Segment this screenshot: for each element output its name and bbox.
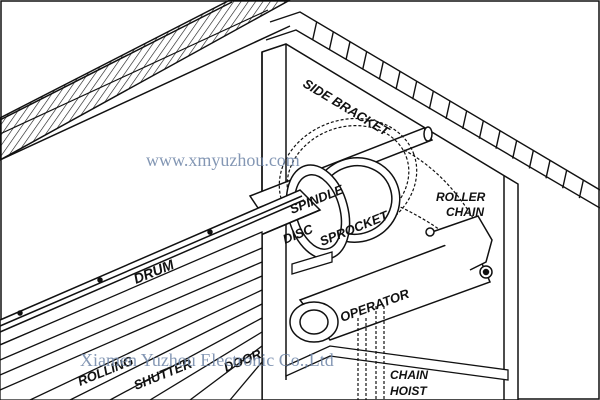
ceiling-beam [0,0,291,161]
chain-hoist-label-line2: HOIST [390,384,428,398]
shutter-slats [0,231,263,400]
chain-hoist-label-line1: CHAIN [390,368,428,382]
operator-motor [289,215,493,343]
company-watermark: Xiamen Yuzhou Electronic Co.,Ltd [80,350,334,370]
support-rods [285,251,509,381]
roller-chain-label-line1: ROLLER [436,190,486,204]
brick-joint [445,100,451,120]
brick-joint [461,110,468,130]
brick-joint [311,21,318,41]
chain-hoist [357,306,385,400]
brick-joint [328,31,335,50]
brick-joint [528,150,535,169]
brick-joint [578,179,585,199]
spindle-disc [285,164,351,260]
brick-joint [561,170,568,189]
brick-wall [265,11,600,209]
brick-joint [345,41,351,60]
brick-joint [478,120,485,139]
brick-joint [361,51,368,70]
brick-joint [495,130,501,149]
brick-joint [395,71,401,90]
brick-joint [378,61,385,80]
brick-joint [511,140,518,159]
roller-chain-label-line2: CHAIN [446,205,484,219]
brick-joint [411,81,418,100]
url-watermark: www.xmyuzhou.com [146,150,300,170]
brick-joint [545,160,551,179]
brick-joint [428,90,435,110]
